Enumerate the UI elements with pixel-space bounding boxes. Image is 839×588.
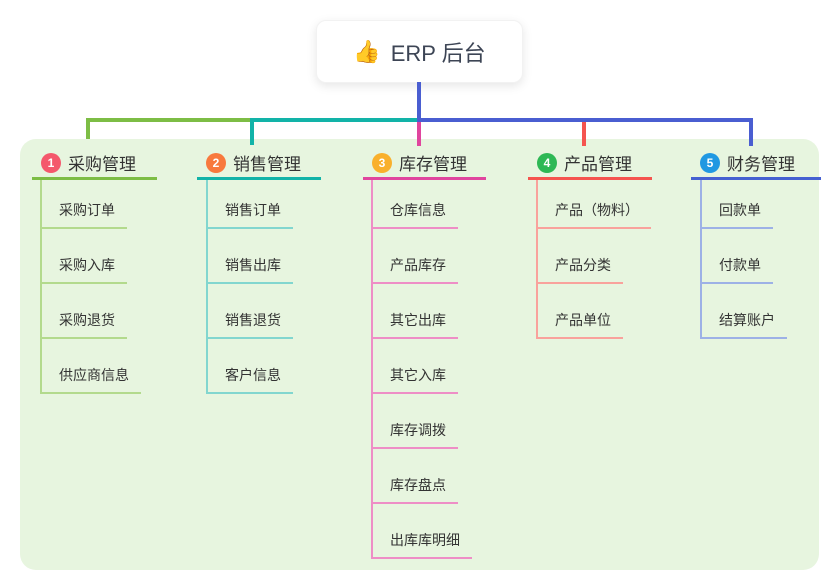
- child-label: 出库库明细: [390, 532, 460, 548]
- child-node[interactable]: 库存盘点: [373, 449, 458, 504]
- child-node[interactable]: 采购订单: [42, 180, 127, 229]
- child-node[interactable]: 销售订单: [208, 180, 293, 229]
- child-label: 销售订单: [225, 202, 281, 218]
- branch-children-product: 产品（物料） 产品分类 产品单位: [536, 180, 651, 339]
- child-node[interactable]: 付款单: [702, 229, 773, 284]
- child-node[interactable]: 供应商信息: [42, 339, 141, 394]
- child-label: 采购入库: [59, 257, 115, 273]
- child-node[interactable]: 产品单位: [538, 284, 623, 339]
- child-label: 其它出库: [390, 312, 446, 328]
- child-label: 仓库信息: [390, 202, 446, 218]
- child-node[interactable]: 采购退货: [42, 284, 127, 339]
- branch-number-badge: 3: [372, 152, 392, 173]
- connector-horizontal-branch-5: [417, 118, 753, 122]
- branch-header-purchase[interactable]: 1 采购管理: [32, 148, 157, 180]
- branch-header-inventory[interactable]: 3 库存管理: [363, 148, 486, 180]
- child-node[interactable]: 采购入库: [42, 229, 127, 284]
- child-node[interactable]: 销售出库: [208, 229, 293, 284]
- branch-number-badge: 2: [206, 152, 226, 173]
- branch-children-inventory: 仓库信息 产品库存 其它出库 其它入库 库存调拨 库存盘点 出库库明细: [371, 180, 472, 559]
- child-label: 采购订单: [59, 202, 115, 218]
- child-label: 结算账户: [719, 312, 775, 328]
- branch-number-badge: 4: [537, 152, 557, 173]
- child-label: 付款单: [719, 257, 761, 273]
- child-node[interactable]: 其它入库: [373, 339, 458, 394]
- child-node[interactable]: 产品库存: [373, 229, 458, 284]
- thumbs-up-icon: 👍: [353, 38, 381, 64]
- child-node[interactable]: 出库库明细: [373, 504, 472, 559]
- child-node[interactable]: 仓库信息: [373, 180, 458, 229]
- connector-horizontal-branch-2: [250, 118, 421, 122]
- connector-drop-branch-4: [582, 120, 586, 146]
- branch-number-badge: 5: [700, 152, 720, 173]
- child-label: 销售退货: [225, 312, 281, 328]
- child-label: 客户信息: [225, 367, 281, 383]
- branch-title: 采购管理: [68, 155, 136, 174]
- branch-title: 销售管理: [233, 155, 301, 174]
- child-node[interactable]: 库存调拨: [373, 394, 458, 449]
- connector-drop-branch-5: [749, 118, 753, 146]
- connector-drop-branch-2: [250, 120, 254, 145]
- connector-root-vertical: [417, 82, 421, 122]
- child-label: 产品（物料）: [555, 202, 639, 218]
- branch-children-finance: 回款单 付款单 结算账户: [700, 180, 787, 339]
- child-node[interactable]: 产品（物料）: [538, 180, 651, 229]
- child-label: 库存调拨: [390, 422, 446, 438]
- connector-drop-branch-3: [417, 120, 421, 146]
- child-label: 销售出库: [225, 257, 281, 273]
- child-label: 其它入库: [390, 367, 446, 383]
- branch-title: 产品管理: [564, 155, 632, 174]
- child-node[interactable]: 客户信息: [208, 339, 293, 394]
- branches-panel: [20, 139, 819, 570]
- child-node[interactable]: 产品分类: [538, 229, 623, 284]
- branch-children-sales: 销售订单 销售出库 销售退货 客户信息: [206, 180, 293, 394]
- child-label: 产品分类: [555, 257, 611, 273]
- branch-title: 财务管理: [727, 155, 795, 174]
- child-label: 回款单: [719, 202, 761, 218]
- child-label: 采购退货: [59, 312, 115, 328]
- child-node[interactable]: 回款单: [702, 180, 773, 229]
- branch-title: 库存管理: [399, 155, 467, 174]
- root-node[interactable]: 👍 ERP 后台: [316, 20, 523, 83]
- root-title: ERP 后台: [390, 40, 486, 66]
- connector-drop-branch-1: [86, 120, 90, 145]
- child-node[interactable]: 结算账户: [702, 284, 787, 339]
- child-node[interactable]: 其它出库: [373, 284, 458, 339]
- child-label: 产品库存: [390, 257, 446, 273]
- child-label: 库存盘点: [390, 477, 446, 493]
- branch-header-finance[interactable]: 5 财务管理: [691, 148, 821, 180]
- branch-header-product[interactable]: 4 产品管理: [528, 148, 652, 180]
- branch-number-badge: 1: [41, 152, 61, 173]
- child-node[interactable]: 销售退货: [208, 284, 293, 339]
- branch-header-sales[interactable]: 2 销售管理: [197, 148, 321, 180]
- branch-children-purchase: 采购订单 采购入库 采购退货 供应商信息: [40, 180, 141, 394]
- child-label: 产品单位: [555, 312, 611, 328]
- child-label: 供应商信息: [59, 367, 129, 383]
